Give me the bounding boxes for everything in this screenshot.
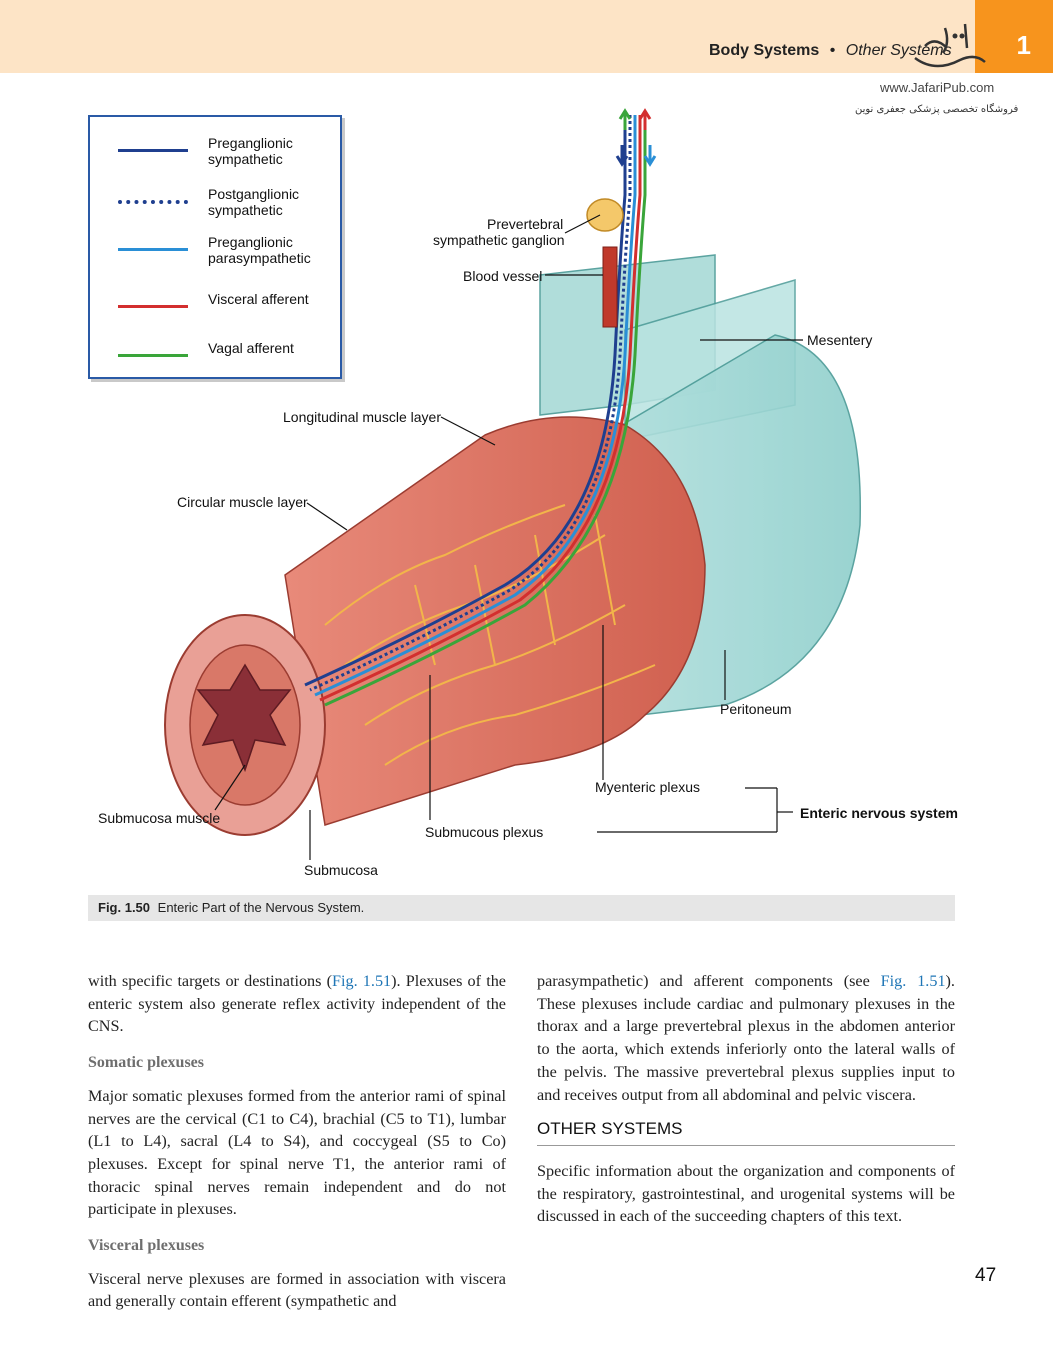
paragraph: with specific targets or destinations (F…: [88, 972, 506, 1036]
running-head: Body Systems • Other Systems: [709, 42, 952, 60]
paragraph: parasympathetic) and afferent components…: [537, 972, 955, 1104]
heading-other-systems: OTHER SYSTEMS: [537, 1118, 955, 1146]
label-enteric-nervous-system: Enteric nervous system: [800, 805, 958, 821]
label-peritoneum: Peritoneum: [720, 701, 792, 717]
label-submucosa-muscle: Submucosa muscle: [98, 810, 221, 826]
label-longitudinal-muscle: Longitudinal muscle layer: [283, 409, 441, 425]
paragraph: Specific information about the organizat…: [537, 1161, 955, 1226]
heading-somatic-plexuses: Somatic plexuses: [88, 1054, 204, 1072]
legend-swatch: [118, 305, 188, 308]
label-prevertebral-2: sympathetic ganglion: [433, 232, 565, 248]
label-prevertebral-1: Prevertebral: [487, 216, 564, 232]
legend-swatch: [118, 248, 188, 251]
enteric-illustration: [164, 108, 862, 860]
running-head-bullet: •: [829, 42, 836, 59]
legend-swatch: [118, 149, 188, 152]
right-column: parasympathetic) and afferent components…: [537, 970, 955, 1228]
label-submucosa: Submucosa: [304, 862, 378, 878]
label-circular-muscle: Circular muscle layer: [177, 494, 308, 510]
page-number: 47: [975, 1265, 997, 1286]
label-mesentery: Mesentery: [807, 332, 873, 348]
watermark-logo: [914, 23, 986, 68]
legend-item: Visceral afferent: [118, 291, 318, 325]
figure-caption: Fig. 1.50 Enteric Part of the Nervous Sy…: [88, 895, 955, 921]
figure-reference-link[interactable]: Fig. 1.51: [332, 972, 392, 990]
paragraph: Visceral nerve plexuses are formed in as…: [88, 1269, 506, 1311]
figure-reference-link[interactable]: Fig. 1.51: [880, 972, 946, 990]
legend-swatch: [118, 354, 188, 357]
header-band: [0, 0, 975, 73]
legend-label: Visceral afferent: [208, 291, 309, 307]
heading-visceral-plexuses: Visceral plexuses: [88, 1237, 205, 1255]
label-myenteric-plexus: Myenteric plexus: [595, 779, 701, 795]
watermark-text: فروشگاه تخصصی پزشکی جعفری نوین: [855, 104, 1019, 115]
label-submucous-plexus: Submucous plexus: [425, 824, 544, 840]
legend-label: Vagal afferent: [208, 340, 294, 356]
running-head-subsection: Other Systems: [845, 42, 952, 59]
paragraph: Major somatic plexuses formed from the a…: [88, 1086, 506, 1219]
chapter-number: 1: [1016, 30, 1031, 60]
label-blood-vessel: Blood vessel: [463, 268, 543, 284]
chapter-tab: 1: [975, 0, 1053, 73]
watermark-url: www.JafariPub.com: [880, 80, 995, 95]
legend-swatch: [118, 200, 188, 204]
caption-text: Enteric Part of the Nervous System.: [157, 900, 365, 915]
legend-item: Vagal afferent: [118, 340, 318, 374]
running-head-section: Body Systems: [709, 42, 820, 59]
left-column: with specific targets or destinations (F…: [88, 970, 506, 1313]
caption-label: Fig. 1.50: [98, 900, 151, 915]
